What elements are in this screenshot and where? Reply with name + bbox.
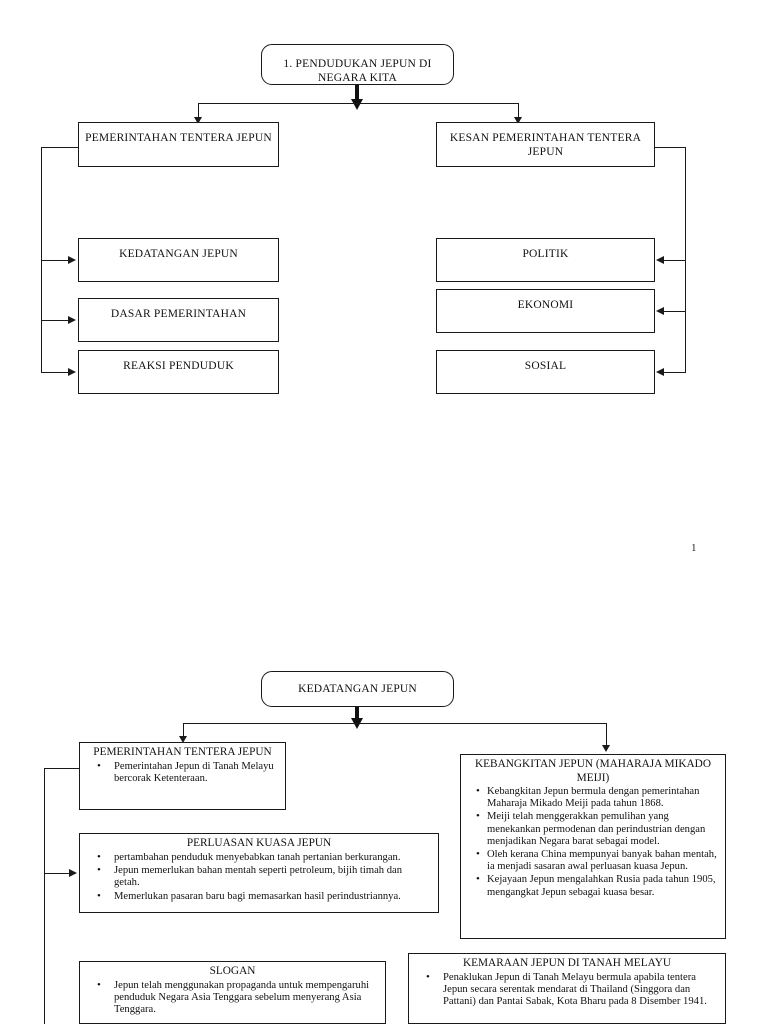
section1-left-child-kedatangan: KEDATANGAN JEPUN: [78, 238, 279, 282]
section1-branch-kesan: KESAN PEMERINTAHAN TENTERA JEPUN: [436, 122, 655, 167]
list-item: pertambahan penduduk menyebabkan tanah p…: [97, 850, 430, 864]
left-bus-spine: [41, 147, 43, 372]
section2-left-arrowhead: [179, 736, 187, 743]
section2-box-slogan-list: Jepun telah menggunakan propaganda untuk…: [86, 978, 379, 1017]
section2-box-kemaraan-header: KEMARAAN JEPUN DI TANAH MELAYU: [462, 957, 672, 969]
left-bus-top: [41, 147, 79, 149]
right-child-1-arrowhead: [656, 256, 664, 264]
section2-box-kemaraan: KEMARAAN JEPUN DI TANAH MELAYU Penakluka…: [408, 953, 726, 1024]
section2-box-kebangkitan: KEBANGKITAN JEPUN (MAHARAJA MIKADO MEIJI…: [460, 754, 726, 939]
section1-right-child-politik-label: POLITIK: [522, 248, 569, 260]
left-bus-branch-1: [41, 260, 69, 262]
section2-box-pemerintahan: PEMERINTAHAN TENTERA JEPUN Pemerintahan …: [79, 742, 286, 810]
page-number: 1: [691, 542, 697, 554]
right-bus-branch-3: [664, 372, 686, 374]
list-item: Pemerintahan Jepun di Tanah Melayu berco…: [97, 760, 277, 786]
section2-box-perluasan-header: PERLUASAN KUASA JEPUN: [186, 837, 332, 849]
right-bus-spine: [685, 147, 687, 372]
section1-split-left-drop: [198, 103, 200, 123]
section1-left-child-dasar: DASAR PEMERINTAHAN: [78, 298, 279, 342]
section2-left-bus-branch-1: [44, 873, 70, 875]
list-item: Meiji telah menggerakkan pemulihan yang …: [476, 810, 717, 848]
section1-branch-pemerintahan-label: PEMERINTAHAN TENTERA JEPUN: [85, 132, 272, 144]
section2-right-arrowhead: [602, 745, 610, 752]
section2-box-slogan: SLOGAN Jepun telah menggunakan propagand…: [79, 961, 386, 1024]
left-child-3-arrowhead: [68, 368, 76, 376]
list-item: Kebangkitan Jepun bermula dengan pemerin…: [476, 785, 717, 810]
section2-box-pemerintahan-header: PEMERINTAHAN TENTERA JEPUN: [93, 746, 272, 758]
list-item: Penaklukan Jepun di Tanah Melayu bermula…: [426, 970, 717, 1009]
section1-split-right-drop: [518, 103, 520, 123]
list-item: Jepun memerlukan bahan mentah seperti pe…: [97, 864, 430, 890]
section1-left-child-reaksi-label: REAKSI PENDUDUK: [123, 360, 234, 372]
section2-box-kebangkitan-list: Kebangkitan Jepun bermula dengan pemerin…: [467, 785, 719, 899]
list-item: Jepun telah menggunakan propaganda untuk…: [97, 978, 377, 1017]
section1-left-child-kedatangan-label: KEDATANGAN JEPUN: [119, 248, 238, 260]
section2-split-left-drop: [183, 723, 185, 739]
list-item: Oleh kerana China mempunyai banyak bahan…: [476, 848, 717, 873]
left-child-1-arrowhead: [68, 256, 76, 264]
section1-root-label: 1. PENDUDUKAN JEPUN DI NEGARA KITA: [283, 58, 432, 84]
section1-right-child-politik: POLITIK: [436, 238, 655, 282]
section1-left-arrowhead: [194, 117, 202, 124]
section2-root-stem-line: [355, 707, 359, 721]
right-child-3-arrowhead: [656, 368, 664, 376]
left-bus-branch-2: [41, 320, 69, 322]
section1-left-child-dasar-label: DASAR PEMERINTAHAN: [110, 308, 247, 320]
section1-branch-pemerintahan: PEMERINTAHAN TENTERA JEPUN: [78, 122, 279, 167]
section2-left-bus-top: [44, 768, 80, 770]
section1-split-bar: [198, 103, 519, 105]
right-child-2-arrowhead: [656, 307, 664, 315]
root-stem-line: [355, 85, 359, 103]
section2-left-bus-spine: [44, 768, 46, 1024]
left-bus-branch-3: [41, 372, 69, 374]
section1-left-child-reaksi: REAKSI PENDUDUK: [78, 350, 279, 394]
left-child-2-arrowhead: [68, 316, 76, 324]
section1-right-child-ekonomi-label: EKONOMI: [517, 299, 574, 311]
section2-box-perluasan-list: pertambahan penduduk menyebabkan tanah p…: [86, 850, 432, 904]
section2-box-kebangkitan-header: KEBANGKITAN JEPUN (MAHARAJA MIKADO MEIJI…: [474, 758, 711, 784]
section1-branch-kesan-label: KESAN PEMERINTAHAN TENTERA JEPUN: [449, 132, 642, 158]
section2-root-node: KEDATANGAN JEPUN: [261, 671, 454, 707]
section2-box-pemerintahan-list: Pemerintahan Jepun di Tanah Melayu berco…: [86, 760, 279, 786]
section2-split-right-drop: [606, 723, 608, 749]
section2-box-slogan-header: SLOGAN: [209, 965, 256, 977]
right-bus-branch-2: [664, 311, 686, 313]
section2-left-branch-1-arrowhead: [69, 869, 77, 877]
section1-right-arrowhead: [514, 117, 522, 124]
section1-right-child-sosial: SOSIAL: [436, 350, 655, 394]
section2-box-kemaraan-list: Penaklukan Jepun di Tanah Melayu bermula…: [415, 970, 719, 1009]
right-bus-top: [654, 147, 686, 149]
section1-right-child-sosial-label: SOSIAL: [524, 360, 567, 372]
section2-root-label: KEDATANGAN JEPUN: [298, 683, 417, 695]
section2-box-perluasan: PERLUASAN KUASA JEPUN pertambahan pendud…: [79, 833, 439, 913]
section2-split-bar: [183, 723, 607, 725]
right-bus-branch-1: [664, 260, 686, 262]
section1-right-child-ekonomi: EKONOMI: [436, 289, 655, 333]
list-item: Memerlukan pasaran baru bagi memasarkan …: [97, 890, 430, 903]
section1-root-node: 1. PENDUDUKAN JEPUN DI NEGARA KITA: [261, 44, 454, 85]
list-item: Kejayaan Jepun mengalahkan Rusia pada ta…: [476, 873, 717, 898]
root-stem-arrowhead: [351, 99, 363, 110]
